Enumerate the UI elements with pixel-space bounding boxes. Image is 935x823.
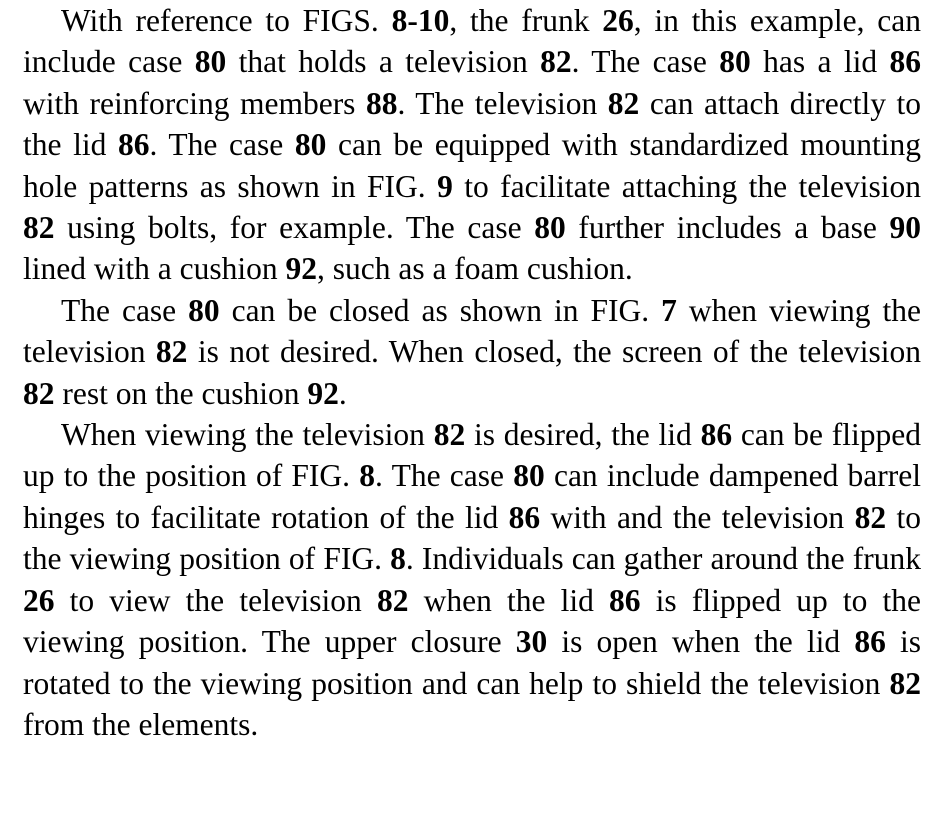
reference-numeral: 8 [390,541,406,577]
text-run: lined with a cushion [23,251,286,287]
reference-numeral: 86 [609,582,641,618]
paragraph-2: The case 80 can be closed as shown in FI… [23,290,921,414]
reference-numeral: 82 [607,85,640,121]
text-run: can be equipped with standardized mounti… [23,127,921,204]
text-run: . The case [375,458,514,494]
reference-numeral: 80 [294,127,327,163]
text-run: to view the television [54,582,377,618]
text-run: is not desired. When closed, the screen … [187,334,921,370]
text-run: can be flipped up to the position of FIG… [23,417,922,494]
text-run: . The case [149,127,295,163]
text-run: when the lid [408,582,610,618]
reference-numeral: 86 [889,44,922,80]
reference-numeral: 80 [188,292,220,328]
reference-numeral: 26 [23,582,55,618]
text-run: is open when the lid [547,624,855,660]
text-run: rest on the cushion [54,375,308,411]
paragraph-1: With reference to FIGS. 8-10, the frunk … [23,0,921,290]
text-run: with and the television [540,499,855,535]
reference-numeral: 86 [118,127,150,163]
text-run: , the frunk [449,3,603,38]
text-run: can attach directly to the lid [23,85,921,163]
text-run: , in this example, can include case [23,3,921,80]
text-run: to facilitate attaching the television [452,168,921,204]
reference-numeral: 26 [602,3,634,38]
reference-numeral: 7 [661,292,677,328]
text-run: with reinforcing members [23,85,366,121]
reference-numeral: 30 [515,624,548,660]
reference-numeral: 8 [359,458,376,494]
reference-numeral: 86 [700,417,733,453]
reference-numeral: 82 [854,499,887,535]
text-run: . The television [397,85,608,121]
text-run: can be closed as shown in FIG. [219,292,662,328]
paragraph-3: When viewing the television 82 is desire… [23,414,921,745]
reference-numeral: 82 [155,334,188,370]
text-run: . Individuals can gather around the frun… [405,541,921,577]
text-run: from the elements. [23,706,259,742]
reference-numeral: 82 [540,44,572,80]
reference-numeral: 82 [889,665,922,701]
reference-numeral: 9 [437,168,453,204]
reference-numeral: 88 [365,85,398,121]
text-run: . [338,375,347,411]
text-run: to the viewing position of FIG. [23,499,921,577]
text-run: When viewing the television [61,417,434,453]
reference-numeral: 80 [513,458,545,494]
reference-numeral: 80 [194,44,227,80]
text-run: With reference to FIGS. [61,3,392,38]
reference-numeral: 82 [23,210,55,246]
text-run: is desired, the lid [465,417,701,453]
reference-numeral: 86 [854,624,886,660]
text-run: can include dampened barrel hinges to fa… [23,458,921,535]
text-run: when viewing the television [23,292,921,370]
reference-numeral: 86 [508,499,541,535]
text-run: that holds a television [226,44,541,80]
reference-numeral: 90 [889,210,922,246]
reference-numeral: 8-10 [391,3,450,38]
text-run: , such as a foam cushion. [316,251,633,287]
reference-numeral: 92 [307,375,339,411]
text-run: further includes a base [565,210,890,246]
reference-numeral: 80 [534,210,566,246]
text-run: has a lid [750,44,890,80]
text-run: The case [61,292,189,328]
reference-numeral: 82 [23,375,55,411]
text-run: is flipped up to the viewing position. T… [23,582,921,660]
text-run: is rotated to the viewing position and c… [23,624,921,701]
reference-numeral: 80 [719,44,751,80]
text-run: . The case [571,44,720,80]
reference-numeral: 82 [433,417,466,453]
document-body: With reference to FIGS. 8-10, the frunk … [23,0,921,745]
text-run: using bolts, for example. The case [54,210,535,246]
reference-numeral: 92 [285,251,317,287]
reference-numeral: 82 [376,582,409,618]
